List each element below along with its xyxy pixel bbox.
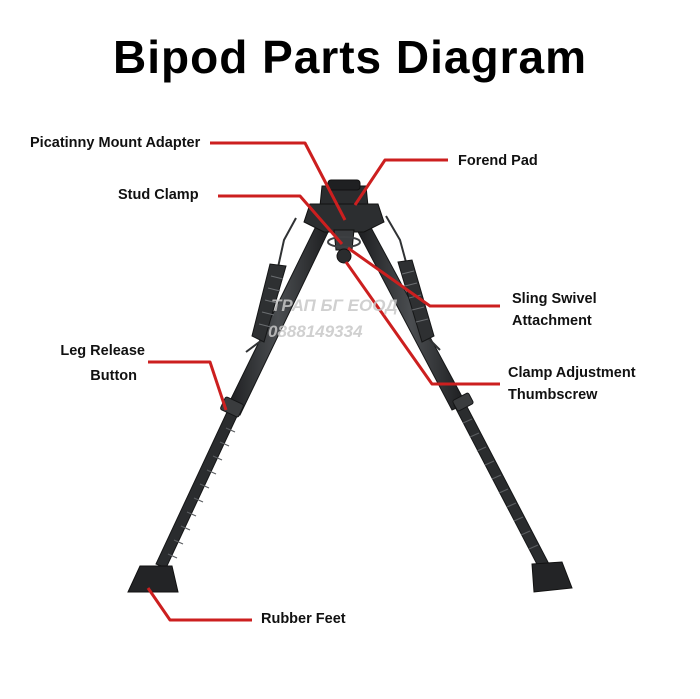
label-leg-release-line2: Button: [90, 368, 137, 384]
clamp-thumbscrew: [336, 248, 352, 264]
left-leg-upper: [225, 221, 331, 416]
label-leg-release-line1: Leg Release: [60, 343, 145, 359]
right-leg-upper: [355, 221, 467, 411]
right-spring-coil: [397, 259, 435, 343]
label-sling-swivel-line1: Sling Swivel: [512, 291, 597, 307]
right-leg-ribs: [462, 418, 539, 550]
leader-clamp-adj: [344, 261, 500, 386]
page-title: Bipod Parts Diagram: [113, 31, 587, 83]
watermark-phone: 0888149334: [268, 322, 363, 341]
leader-stud: [218, 194, 344, 245]
label-picatinny-mount-adapter: Picatinny Mount Adapter: [30, 135, 201, 151]
left-leg-ribs: [167, 427, 236, 559]
left-rubber-foot: [127, 565, 179, 593]
leader-forend: [353, 158, 448, 206]
leader-picatinny: [210, 141, 347, 221]
right-rubber-foot: [531, 561, 573, 593]
leader-lines: [146, 141, 500, 622]
forend-pad: [327, 179, 361, 191]
watermark-company: ТРАП БГ ЕООД: [271, 296, 398, 315]
label-sling-swivel-line2: Attachment: [512, 313, 592, 329]
label-stud-clamp: Stud Clamp: [118, 187, 199, 203]
leg-release-button-right: [452, 392, 474, 412]
leader-leg-release: [148, 360, 228, 411]
leader-sling: [347, 246, 500, 308]
right-leg-lower: [453, 400, 551, 571]
left-leg-lower: [155, 409, 239, 569]
leader-feet: [146, 587, 252, 622]
label-forend-pad: Forend Pad: [458, 153, 538, 169]
label-clamp-adjustment-line2: Thumbscrew: [508, 387, 598, 403]
sling-swivel: [327, 236, 361, 248]
left-spring-coil: [251, 263, 287, 343]
label-rubber-feet: Rubber Feet: [261, 611, 346, 627]
bipod-illustration: [127, 179, 573, 593]
label-clamp-adjustment-line1: Clamp Adjustment: [508, 365, 636, 381]
